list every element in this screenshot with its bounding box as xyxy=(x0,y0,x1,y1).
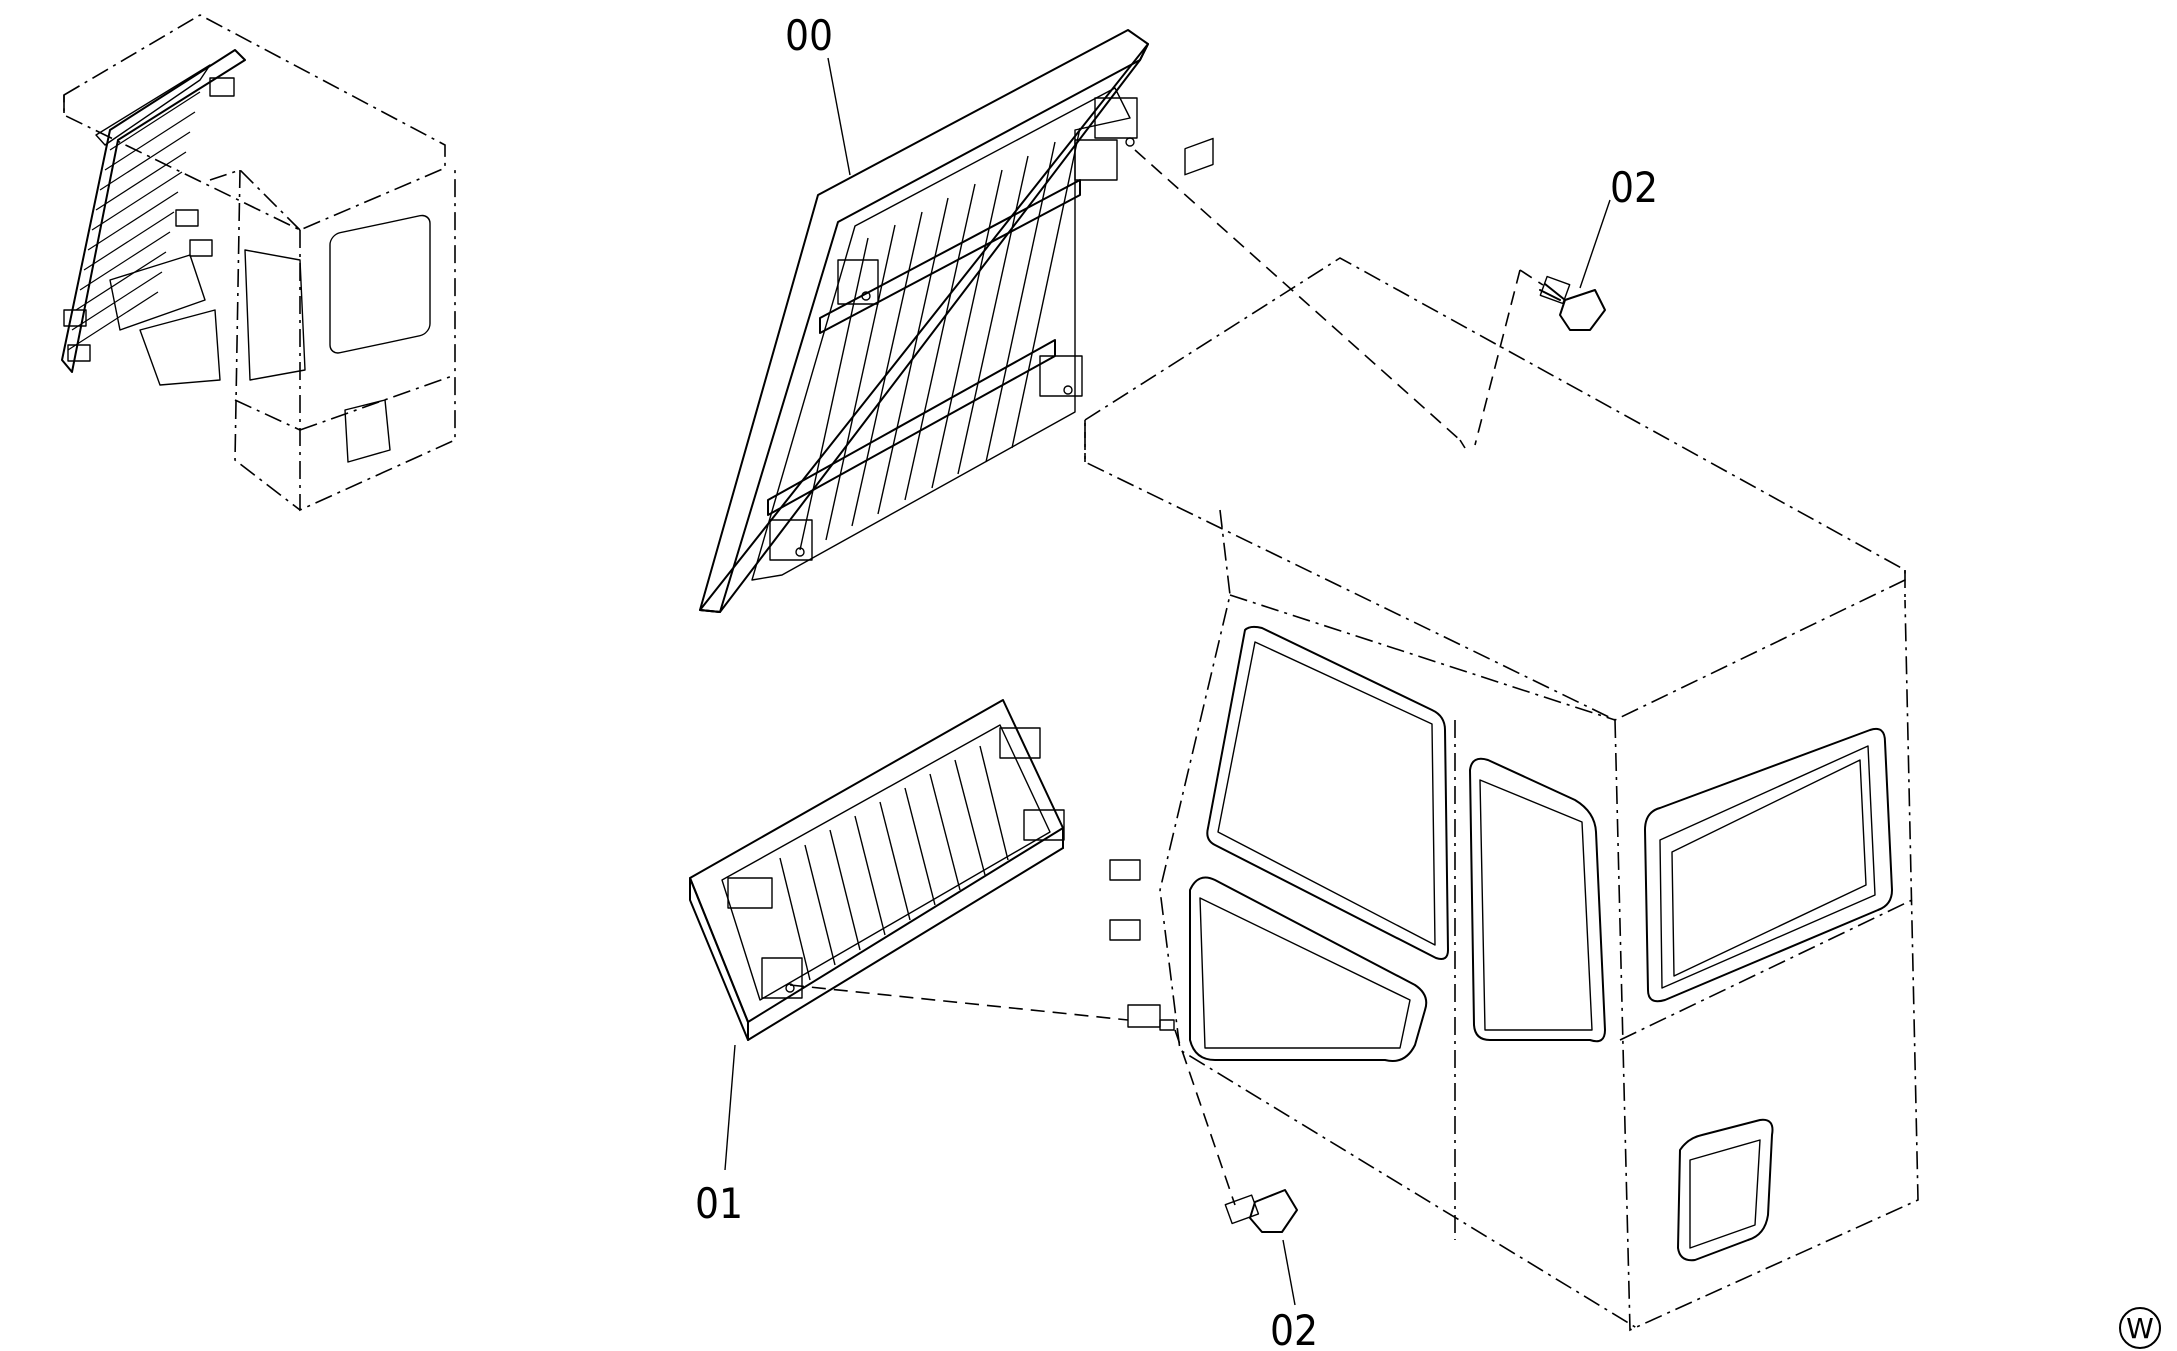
label-part-02-bottom: 02 xyxy=(1270,1306,1318,1351)
corner-mark-letter: W xyxy=(2126,1312,2154,1345)
overview-thumbnail xyxy=(61,14,456,512)
bolt-lower xyxy=(1224,1189,1298,1233)
label-part-00: 00 xyxy=(785,11,833,60)
bolt-upper xyxy=(1539,275,1606,331)
label-part-01: 01 xyxy=(695,1179,743,1228)
circled-w-mark: W xyxy=(2119,1307,2161,1349)
leader-lines xyxy=(724,57,1611,1306)
label-part-02-top: 02 xyxy=(1610,163,1658,212)
front-guard-upper xyxy=(699,29,1149,613)
cab-body xyxy=(1084,137,1919,1332)
assembly-lines xyxy=(789,149,1544,1206)
front-guard-lower xyxy=(689,699,1065,1041)
